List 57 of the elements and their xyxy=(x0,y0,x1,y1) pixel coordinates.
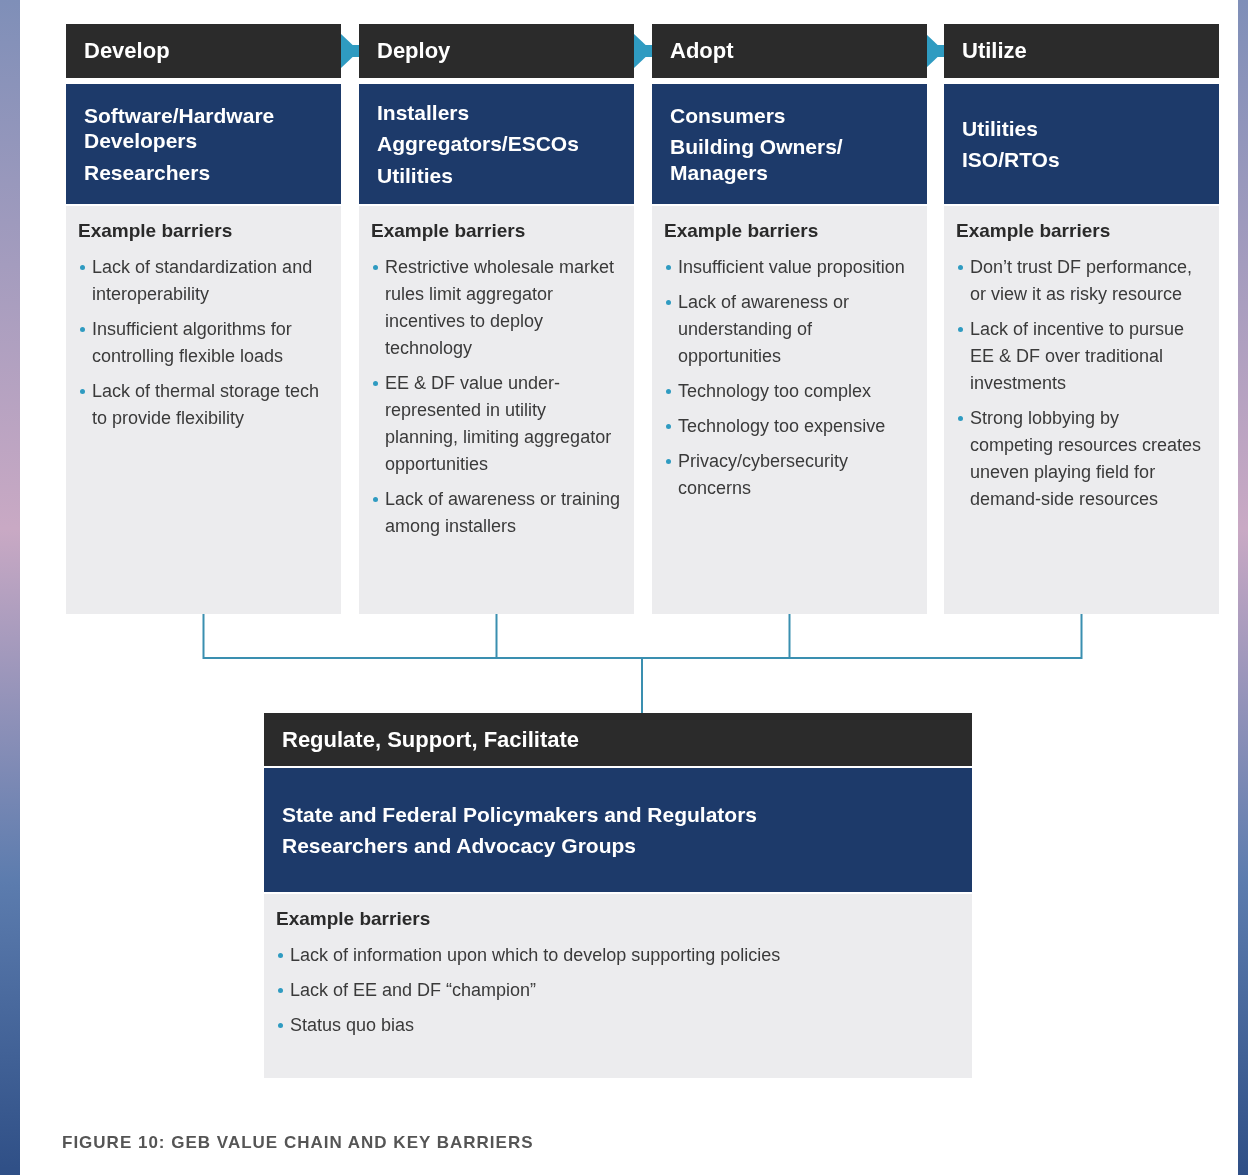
actor-panel xyxy=(66,84,341,204)
barrier-panel xyxy=(66,206,341,614)
actor-label: State and Federal Policymakers and Regulators xyxy=(282,801,758,827)
barrier-item: Strong lobbying by competing resources creates uneven playing field for demand-side resources xyxy=(956,405,1207,513)
actor-label: ISO/RTOs xyxy=(962,147,1061,173)
stage-header xyxy=(66,24,341,78)
actor-panel xyxy=(944,84,1219,204)
barrier-item: EE & DF value under-represented in utility planning, limiting aggregator opportunities xyxy=(371,370,622,478)
barrier-item: Lack of information upon which to develop supporting policies xyxy=(276,942,960,969)
barrier-item: Lack of awareness or training among installers xyxy=(371,486,622,540)
barrier-panel xyxy=(264,894,972,1078)
figure-caption: FIGURE 10: GEB VALUE CHAIN AND KEY BARRIERS xyxy=(62,1133,534,1153)
stage-header xyxy=(652,24,927,78)
stage-title: Utilize xyxy=(962,38,1028,64)
stage-title: Adopt xyxy=(670,38,735,64)
barrier-item: Privacy/cybersecurity concerns xyxy=(664,448,915,502)
barrier-item: Status quo bias xyxy=(276,1012,960,1039)
barrier-item: Technology too complex xyxy=(664,378,915,405)
actor-label: Aggregators/ESCOs xyxy=(377,131,580,157)
actor-label: Researchers and Advocacy Groups xyxy=(282,833,638,859)
stage-header xyxy=(264,713,972,766)
actor-label: Installers xyxy=(377,100,471,126)
actor-label: Software/Hardware Developers xyxy=(84,103,276,154)
barrier-item: Restrictive wholesale market rules limit aggregator incentives to deploy technology xyxy=(371,254,622,362)
arrow xyxy=(634,34,652,68)
arrow xyxy=(926,34,944,68)
stage-title: Deploy xyxy=(377,38,452,64)
actor-label: Building Owners/ Managers xyxy=(670,134,844,185)
barrier-heading: Example barriers xyxy=(371,220,527,242)
actor-label: Researchers xyxy=(84,159,212,185)
barrier-panel xyxy=(944,206,1219,614)
actor-panel xyxy=(264,768,972,892)
actor-label: Utilities xyxy=(962,115,1039,141)
arrow xyxy=(341,34,359,68)
barrier-item: Insufficient algorithms for controlling flexible loads xyxy=(78,316,329,370)
barrier-item: Lack of thermal storage tech to provide flexibility xyxy=(78,378,329,432)
barrier-item: Insufficient value proposition xyxy=(664,254,915,281)
actor-panel xyxy=(359,84,634,204)
barrier-item: Lack of standardization and interoperability xyxy=(78,254,329,308)
actor-panel xyxy=(652,84,927,204)
barrier-heading: Example barriers xyxy=(78,220,234,242)
barrier-item: Don’t trust DF performance, or view it as risky resource xyxy=(956,254,1207,308)
actor-label: Utilities xyxy=(377,162,454,188)
barrier-item: Lack of incentive to pursue EE & DF over traditional investments xyxy=(956,316,1207,397)
stage-header xyxy=(944,24,1219,78)
barrier-item: Lack of awareness or understanding of opportunities xyxy=(664,289,915,370)
stage-title: Develop xyxy=(84,38,171,64)
barrier-panel xyxy=(359,206,634,614)
stage-title: Regulate, Support, Facilitate xyxy=(282,726,581,753)
barrier-item: Technology too expensive xyxy=(664,413,915,440)
barrier-item: Lack of EE and DF “champion” xyxy=(276,977,960,1004)
barrier-heading: Example barriers xyxy=(664,220,820,242)
barrier-panel xyxy=(652,206,927,614)
stage-header xyxy=(359,24,634,78)
barrier-heading: Example barriers xyxy=(276,908,432,930)
barrier-heading: Example barriers xyxy=(956,220,1112,242)
actor-label: Consumers xyxy=(670,103,787,129)
